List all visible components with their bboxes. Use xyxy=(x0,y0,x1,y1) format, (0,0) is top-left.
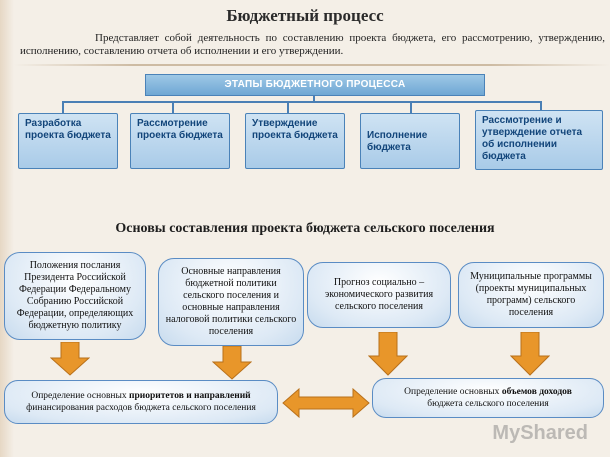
result-right-suffix: бюджета сельского поселения xyxy=(427,399,549,409)
result-right-prefix: Определение основных xyxy=(404,387,502,397)
foundation-forecast: Прогноз социально – экономического разви… xyxy=(307,262,451,328)
down-arrow-icon xyxy=(510,332,550,376)
down-arrow-icon xyxy=(212,346,252,380)
page-title: Бюджетный процесс xyxy=(226,6,384,25)
connector xyxy=(287,101,289,113)
foundation-municipal-programs: Муниципальные программы (проекты муницип… xyxy=(458,262,604,328)
stage-box-review: Рассмотрение проекта бюджета xyxy=(130,113,230,169)
background-edge xyxy=(0,0,14,457)
result-left-prefix: Определение основных xyxy=(31,391,130,401)
connector xyxy=(313,95,315,102)
connector xyxy=(62,101,64,113)
watermark: MyShared xyxy=(492,422,588,444)
stage-box-approval: Утверждение проекта бюджета xyxy=(245,113,345,169)
result-left-suffix: финансирования расходов бюджета сельског… xyxy=(26,403,256,413)
intro-text: Представляет собой деятельность по соста… xyxy=(20,32,605,57)
section-subtitle: Основы составления проекта бюджета сельс… xyxy=(115,221,495,236)
connector xyxy=(62,101,542,103)
double-arrow-icon xyxy=(282,388,370,418)
connector xyxy=(172,101,174,113)
stage-box-report: Рассмотрение и утверждение отчета об исп… xyxy=(475,110,603,170)
down-arrow-icon xyxy=(368,332,408,376)
result-left-bold: приоритетов и направлений xyxy=(129,391,251,401)
stage-box-execution: Исполнение бюджета xyxy=(360,113,460,169)
result-right-bold: объемов доходов xyxy=(501,387,572,397)
down-arrow-icon xyxy=(50,342,90,376)
stage-box-development: Разработка проекта бюджета xyxy=(18,113,118,169)
foundation-presidential-address: Положения послания Президента Российской… xyxy=(4,252,146,340)
connector xyxy=(410,101,412,113)
result-expense-priorities: Определение основных приоритетов и напра… xyxy=(4,380,278,424)
stages-header: ЭТАПЫ БЮДЖЕТНОГО ПРОЦЕССА xyxy=(145,74,485,96)
divider xyxy=(14,64,610,66)
foundation-policy-directions: Основные направления бюджетной политики … xyxy=(158,258,304,346)
connector xyxy=(540,101,542,113)
result-revenue-volumes: Определение основных объемов доходов бюд… xyxy=(372,378,604,418)
